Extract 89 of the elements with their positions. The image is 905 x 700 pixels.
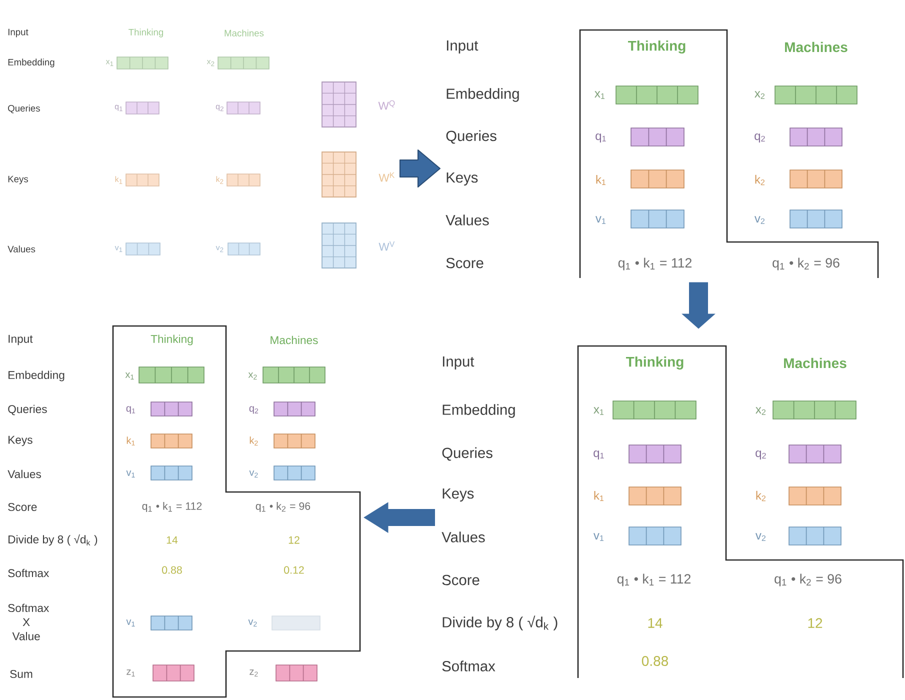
row-label: Score — [8, 503, 37, 511]
row-label: Input — [446, 40, 478, 54]
matrix-label: W$^{K}$ — [378, 172, 395, 182]
vector-label: k$_{2}$ — [216, 176, 224, 184]
vector-label: v$_{2}$ — [756, 533, 766, 541]
score-value: 12 — [808, 618, 822, 628]
vector-label: x$_{2}$ — [756, 407, 766, 415]
vector-label: q$_{2}$ — [216, 104, 224, 112]
column-heading: Thinking — [150, 334, 193, 346]
matrix-label: W$^{Q}$ — [378, 100, 395, 110]
column-heading: Thinking — [628, 40, 686, 54]
score-value: 0.88 — [642, 656, 668, 666]
score-formula: q$_{1}$ • k$_{1}$ = 112 — [617, 574, 690, 586]
vector-label: q$_{2}$ — [249, 406, 258, 414]
score-value: 14 — [166, 536, 178, 544]
vector-label: x$_{2}$ — [206, 60, 214, 66]
row-label: Queries — [8, 404, 47, 416]
vector-label: z$_{2}$ — [250, 670, 258, 676]
vector-label: k$_{2}$ — [755, 174, 764, 186]
vector-label: z$_{1}$ — [126, 670, 135, 676]
vector-label: q$_{1}$ — [126, 406, 136, 414]
score-formula: q$_{1}$ • k$_{2}$ = 96 — [256, 502, 310, 512]
column-heading: Machines — [224, 30, 264, 36]
vector-label: x$_{1}$ — [125, 372, 134, 380]
row-label: Keys — [8, 176, 28, 184]
vector-label: q$_{2}$ — [754, 134, 765, 142]
vector-label: x$_{1}$ — [594, 407, 604, 415]
row-label: Keys — [446, 172, 478, 186]
column-heading: Machines — [784, 358, 846, 368]
score-value: 0.88 — [162, 566, 182, 574]
vector-label: k$_{1}$ — [126, 436, 135, 446]
vector-label: v$_{1}$ — [114, 246, 122, 252]
row-label: Input — [442, 356, 474, 370]
row-label: Divide by 8 ( √d$_{k}$ ) — [8, 534, 98, 546]
row-label: Keys — [442, 488, 474, 502]
row-label: Embedding — [8, 370, 64, 382]
vector-label: k$_{1}$ — [596, 174, 606, 186]
score-value: 12 — [288, 536, 300, 544]
row-label: Values — [442, 532, 485, 542]
row-label: Input — [8, 334, 33, 346]
row-label: Values — [8, 470, 41, 478]
vector-label: q$_{1}$ — [596, 134, 606, 142]
vector-label: x$_{1}$ — [594, 91, 604, 99]
vector-label: x$_{1}$ — [106, 60, 114, 66]
vector-label: q$_{1}$ — [114, 104, 122, 112]
vector-label: k$_{2}$ — [250, 436, 258, 446]
vector-label: v$_{1}$ — [126, 620, 135, 626]
column-heading: Thinking — [128, 28, 164, 38]
row-label: Softmax — [442, 660, 496, 672]
vector-label: v$_{2}$ — [248, 620, 257, 626]
vector-label: q$_{2}$ — [756, 450, 766, 460]
row-label: Input — [8, 28, 28, 38]
row-label: Score — [442, 574, 480, 586]
score-formula: q$_{1}$ • k$_{1}$ = 112 — [142, 502, 202, 512]
row-label: Queries — [8, 104, 40, 114]
vector-label: v$_{1}$ — [594, 533, 604, 541]
vector-label: k$_{1}$ — [594, 490, 604, 502]
row-label: Embedding — [446, 88, 519, 102]
vector-label: v$_{1}$ — [596, 216, 606, 224]
vector-label: q$_{1}$ — [594, 450, 604, 460]
row-label: Softmax X Value — [8, 604, 50, 640]
column-heading: Machines — [785, 42, 848, 52]
vector-label: x$_{2}$ — [754, 91, 764, 99]
row-label: Embedding — [442, 404, 515, 418]
column-heading: Machines — [270, 336, 318, 344]
matrix-label: W$^{V}$ — [378, 241, 395, 251]
vector-label: k$_{1}$ — [115, 176, 122, 184]
score-formula: q$_{1}$ • k$_{2}$ = 96 — [774, 574, 842, 586]
row-label: Score — [446, 258, 484, 268]
row-label: Queries — [446, 130, 496, 144]
vector-label: x$_{2}$ — [248, 372, 257, 380]
score-formula: q$_{1}$ • k$_{2}$ = 96 — [772, 258, 840, 270]
row-label: Embedding — [8, 58, 54, 68]
row-label: Divide by 8 ( √d$_{k}$ ) — [442, 616, 558, 630]
row-label: Queries — [442, 447, 492, 461]
vector-label: v$_{2}$ — [216, 246, 224, 252]
score-value: 0.12 — [284, 566, 304, 574]
vector-label: k$_{2}$ — [756, 490, 766, 502]
row-label: Keys — [8, 436, 32, 446]
row-label: Values — [8, 246, 36, 252]
column-heading: Thinking — [626, 356, 684, 370]
vector-label: v$_{2}$ — [754, 216, 764, 224]
row-label: Sum — [10, 670, 32, 678]
vector-label: v$_{1}$ — [126, 470, 135, 478]
row-label: Values — [446, 214, 489, 226]
vector-label: v$_{2}$ — [249, 470, 258, 478]
score-formula: q$_{1}$ • k$_{1}$ = 112 — [618, 258, 692, 270]
score-value: 14 — [648, 618, 662, 628]
row-label: Softmax — [8, 568, 50, 578]
